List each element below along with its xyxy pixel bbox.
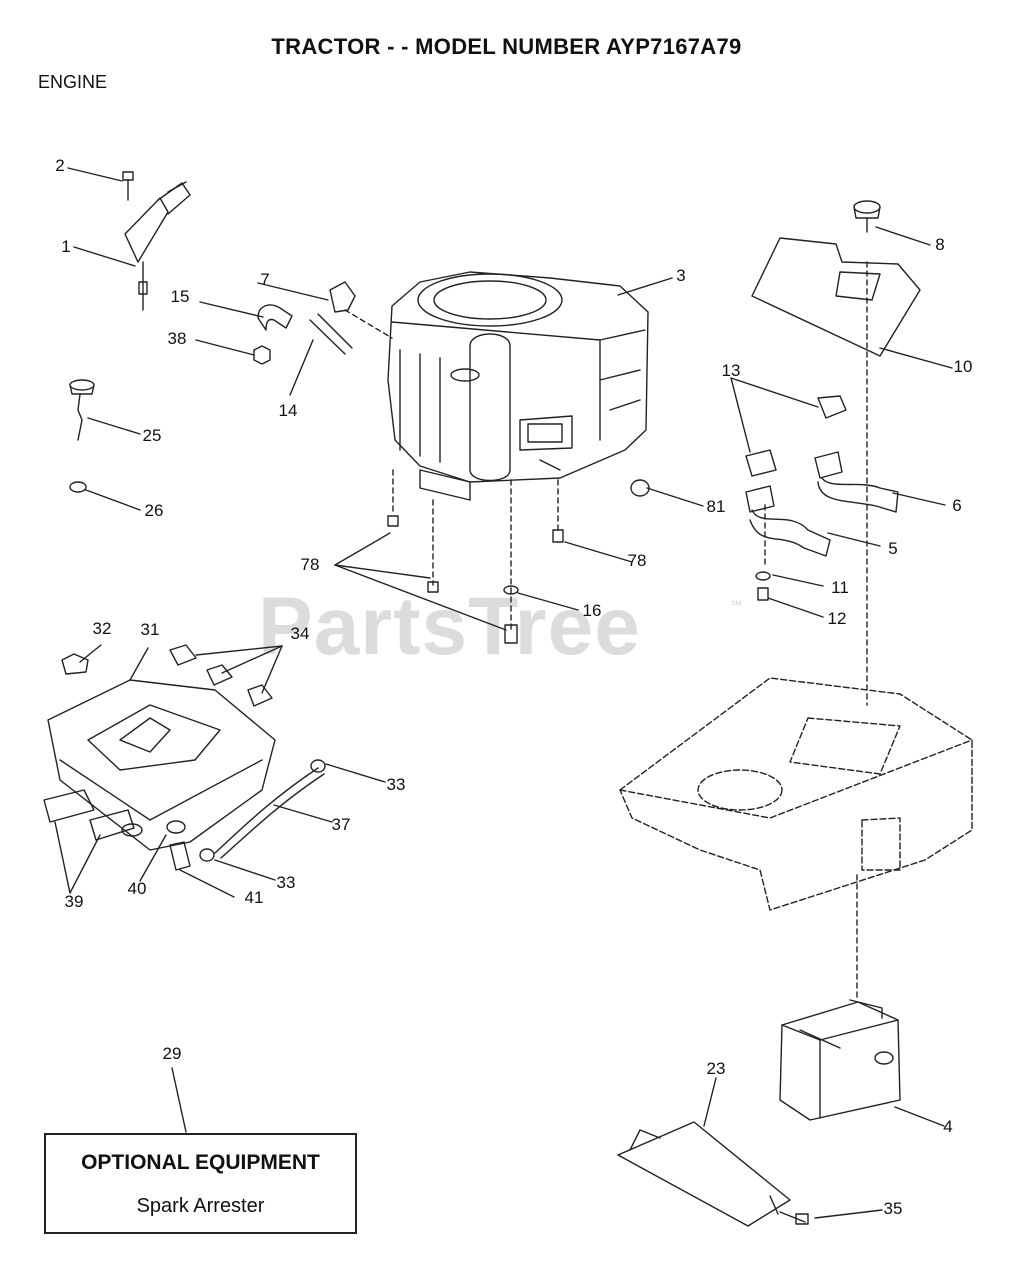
- air-cleaner-part: [43, 644, 276, 851]
- plate-part: [751, 237, 921, 357]
- callout-4: 4: [943, 1117, 953, 1136]
- callout-39: 39: [64, 892, 84, 911]
- callout-16: 16: [582, 601, 602, 620]
- exhaust-pipes: [745, 395, 899, 557]
- bolts: [387, 479, 771, 644]
- callout-13: 13: [721, 361, 741, 380]
- callout-1: 1: [61, 237, 71, 256]
- frame-part: [619, 677, 973, 911]
- callout-78-left: 78: [300, 555, 320, 574]
- fuel-fittings: [253, 281, 356, 365]
- watermark-trademark: ™: [730, 598, 742, 612]
- optional-equipment-box: OPTIONAL EQUIPMENT Spark Arrester: [44, 1133, 357, 1234]
- callout-33-lower: 33: [276, 873, 296, 892]
- callout-25: 25: [142, 426, 162, 445]
- callout-8: 8: [935, 235, 945, 254]
- callout-33-upper: 33: [386, 775, 406, 794]
- dipstick-part: [69, 379, 95, 493]
- callout-3: 3: [676, 266, 686, 285]
- optional-equipment-title: OPTIONAL EQUIPMENT: [81, 1151, 320, 1174]
- callout-29: 29: [162, 1044, 182, 1063]
- engine-part: [387, 271, 649, 501]
- callout-34: 34: [290, 624, 310, 643]
- optional-equipment-item: Spark Arrester: [136, 1195, 265, 1217]
- callout-15: 15: [170, 287, 190, 306]
- callout-23: 23: [706, 1059, 726, 1078]
- plate-slot: [835, 271, 881, 301]
- callout-2: 2: [55, 156, 65, 175]
- muffler-part: [779, 999, 901, 1121]
- callout-5: 5: [888, 539, 898, 558]
- throttle-control-part: [122, 171, 191, 311]
- diagram-title: TRACTOR - - MODEL NUMBER AYP7167A79: [271, 34, 742, 59]
- callout-10: 10: [953, 357, 973, 376]
- callout-26: 26: [144, 501, 164, 520]
- callout-78-right: 78: [627, 551, 647, 570]
- callout-14: 14: [278, 401, 298, 420]
- callout-11: 11: [831, 578, 849, 597]
- knob-part: [853, 200, 881, 233]
- callout-12: 12: [827, 609, 847, 628]
- callout-38: 38: [167, 329, 187, 348]
- breather-hose: [166, 759, 326, 871]
- assembly-lines: [344, 261, 868, 1001]
- callout-31: 31: [140, 620, 160, 639]
- watermark: PartsTree: [258, 581, 641, 672]
- callout-37: 37: [331, 815, 351, 834]
- callout-6: 6: [952, 496, 962, 515]
- callout-81: 81: [706, 497, 726, 516]
- callout-7: 7: [260, 270, 270, 289]
- heat-shield-part: [617, 1121, 809, 1227]
- section-label: ENGINE: [38, 72, 108, 92]
- callout-32: 32: [92, 619, 112, 638]
- leader-lines: [54, 167, 953, 1219]
- callout-41: 41: [244, 888, 264, 907]
- callout-40: 40: [127, 879, 147, 898]
- callout-35: 35: [883, 1199, 903, 1218]
